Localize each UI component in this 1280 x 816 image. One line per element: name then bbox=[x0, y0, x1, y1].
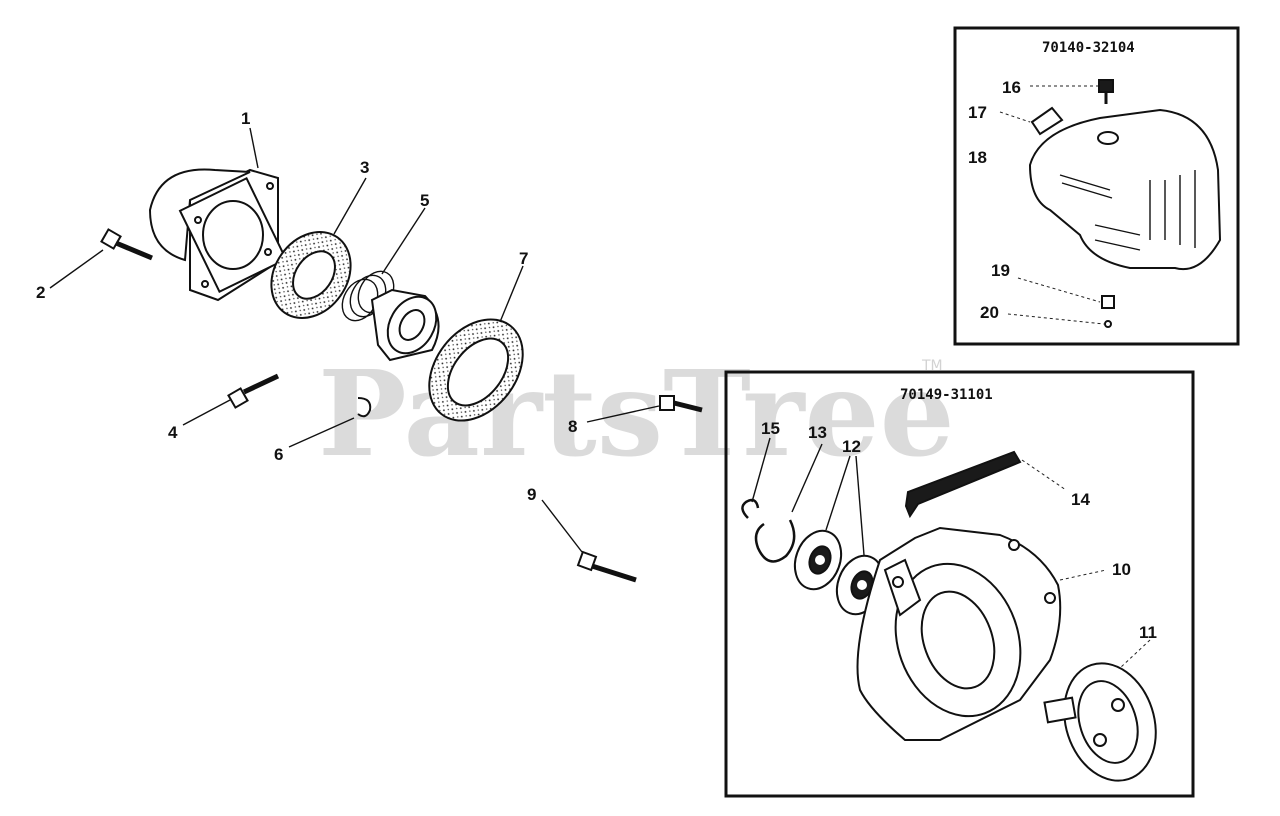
callout-10: 10 bbox=[1112, 560, 1131, 579]
part-11-drum[interactable] bbox=[1043, 651, 1170, 792]
callout-12: 12 bbox=[842, 437, 861, 456]
part-15-circlip[interactable] bbox=[741, 498, 760, 519]
callout-9: 9 bbox=[527, 485, 536, 504]
part-1-housing[interactable] bbox=[148, 168, 288, 302]
callout-5: 5 bbox=[420, 191, 429, 210]
callout-8: 8 bbox=[568, 417, 577, 436]
part-13-snap-ring[interactable] bbox=[754, 519, 796, 563]
callout-16: 16 bbox=[1002, 78, 1021, 97]
part-17-label[interactable] bbox=[1030, 106, 1064, 136]
part-2-bolt[interactable] bbox=[100, 228, 153, 261]
callout-19: 19 bbox=[991, 261, 1010, 280]
watermark-text: PartsTree bbox=[318, 344, 955, 483]
bottom-right-part-number: 70149-31101 bbox=[900, 387, 993, 403]
callout-15: 15 bbox=[761, 419, 780, 438]
callout-2: 2 bbox=[36, 283, 45, 302]
callout-1: 1 bbox=[241, 109, 250, 128]
part-3-clutch-shoe[interactable] bbox=[255, 217, 367, 334]
part-7-clutch-drum[interactable] bbox=[410, 301, 542, 439]
callout-18: 18 bbox=[968, 148, 987, 167]
clutch-hub[interactable] bbox=[370, 288, 446, 362]
callout-14: 14 bbox=[1071, 490, 1090, 509]
part-14-handle[interactable] bbox=[904, 450, 1022, 519]
part-4-bolt[interactable] bbox=[227, 373, 280, 409]
part-12-bearing-a[interactable] bbox=[787, 524, 849, 595]
callout-4: 4 bbox=[168, 423, 178, 442]
part-6-clip[interactable] bbox=[357, 397, 372, 418]
callout-13: 13 bbox=[808, 423, 827, 442]
callout-20: 20 bbox=[980, 303, 999, 322]
callout-3: 3 bbox=[360, 158, 369, 177]
callout-6: 6 bbox=[274, 445, 283, 464]
part-19-nut[interactable] bbox=[1101, 295, 1115, 309]
part-10-case[interactable] bbox=[856, 526, 1062, 741]
part-8-bolt[interactable] bbox=[659, 395, 703, 413]
bottom-right-assembly-box bbox=[724, 370, 1195, 798]
callout-11: 11 bbox=[1139, 623, 1157, 642]
callout-7: 7 bbox=[519, 249, 528, 268]
watermark-trademark: TM bbox=[921, 358, 943, 374]
part-18-cover[interactable] bbox=[1028, 108, 1222, 271]
part-20-washer[interactable] bbox=[1104, 320, 1112, 328]
top-right-part-number: 70140-32104 bbox=[1042, 40, 1135, 56]
top-right-assembly-box bbox=[953, 26, 1240, 346]
callout-17: 17 bbox=[968, 103, 987, 122]
part-9-bolt[interactable] bbox=[576, 550, 637, 583]
part-16-knob[interactable] bbox=[1098, 79, 1114, 104]
